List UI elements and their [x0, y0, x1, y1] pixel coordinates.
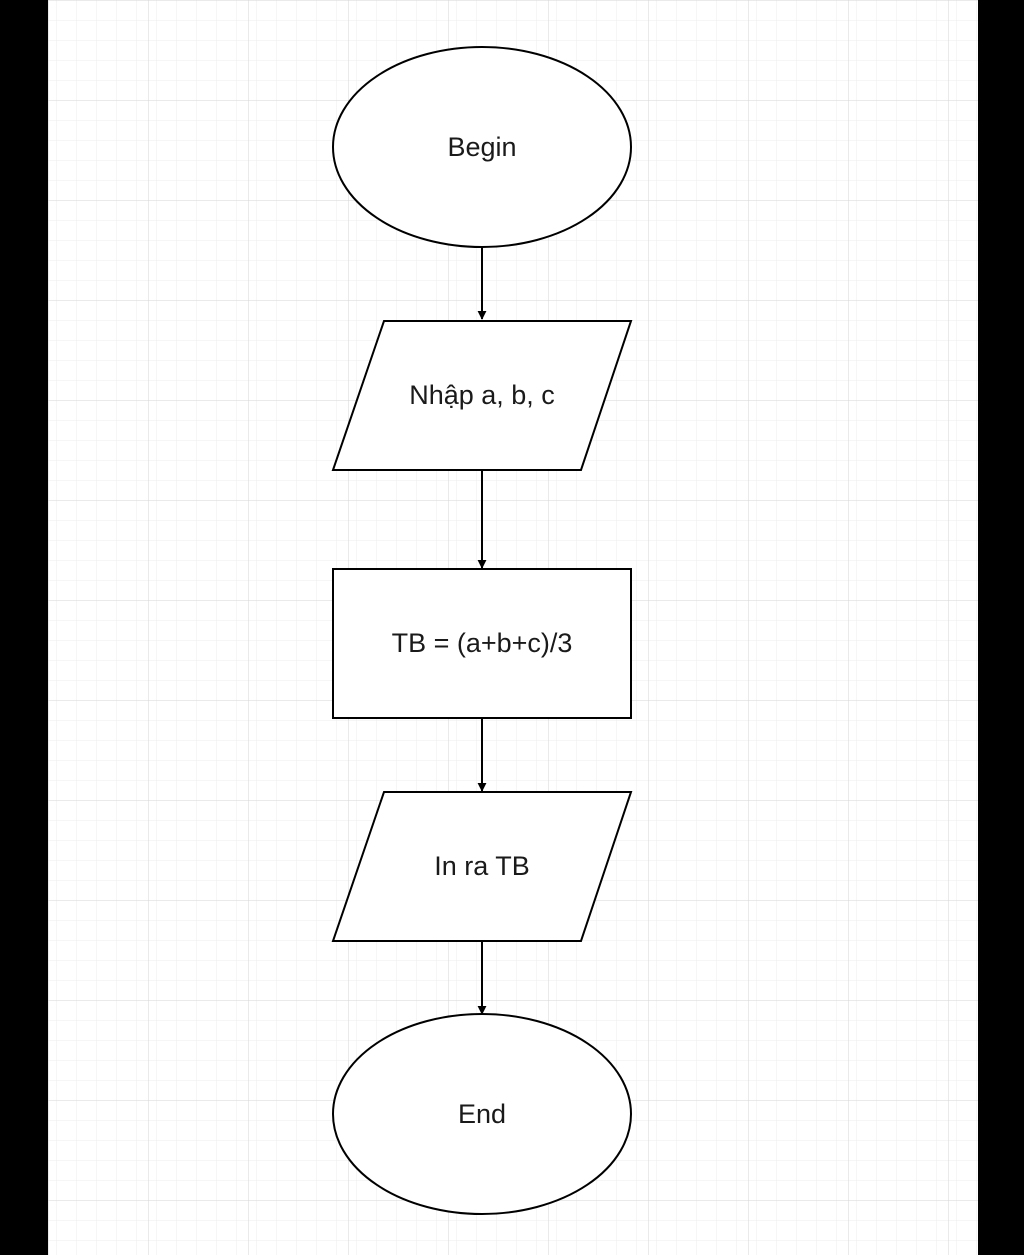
- left-frame-bar: [0, 0, 48, 1255]
- end-label: End: [458, 1099, 506, 1129]
- begin-ellipse: [332, 46, 632, 248]
- compute-label: TB = (a+b+c)/3: [392, 628, 573, 658]
- right-frame-bar: [978, 0, 1024, 1255]
- node-compute[interactable]: TB = (a+b+c)/3: [332, 568, 632, 719]
- node-input[interactable]: Nhập a, b, c: [331, 320, 633, 471]
- node-begin[interactable]: Begin: [332, 46, 632, 248]
- output-parallelogram: [331, 791, 633, 942]
- compute-rectangle: [332, 568, 632, 719]
- end-ellipse: [332, 1013, 632, 1215]
- input-parallelogram: [331, 320, 633, 471]
- input-label: Nhập a, b, c: [409, 380, 555, 410]
- output-label: In ra TB: [434, 851, 530, 881]
- node-end[interactable]: End: [332, 1013, 632, 1215]
- begin-label: Begin: [447, 132, 516, 162]
- node-output[interactable]: In ra TB: [331, 791, 633, 942]
